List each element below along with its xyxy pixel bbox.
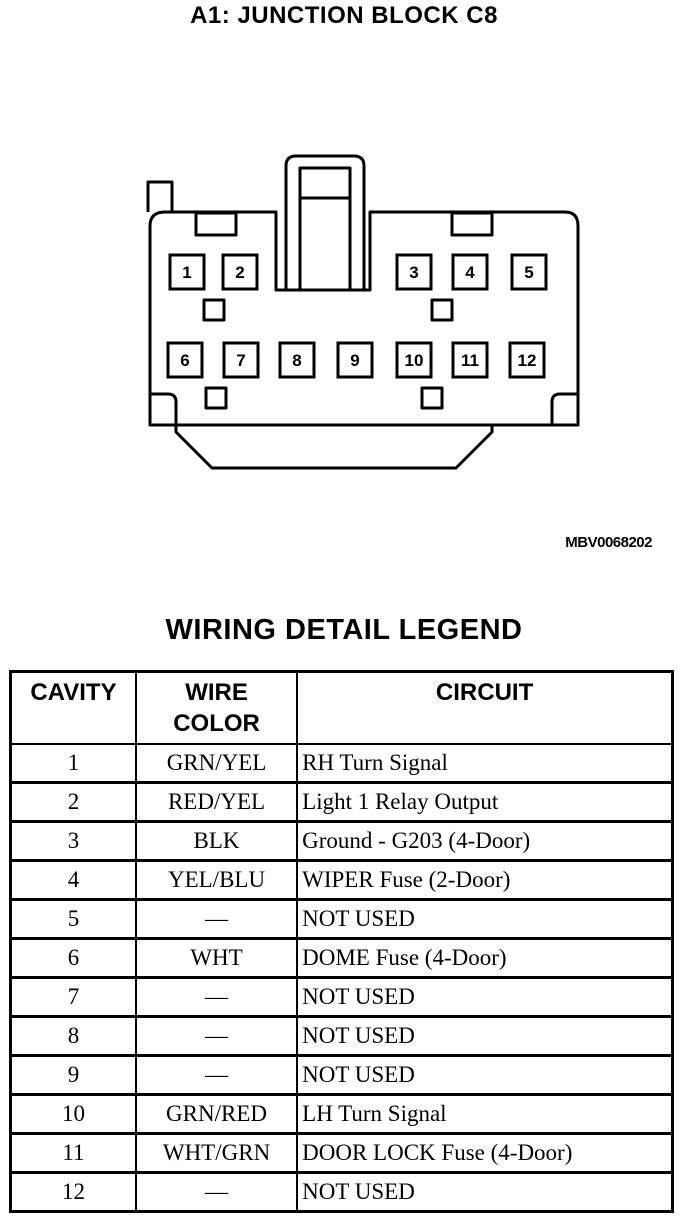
connector-corner-left <box>150 392 178 425</box>
table-row: 8—NOT USED <box>9 1015 674 1057</box>
cell-cavity: 4 <box>9 859 137 901</box>
cell-circuit: NOT USED <box>296 1171 674 1213</box>
cavity-box-3 <box>395 253 433 291</box>
cell-wire-color: — <box>134 1015 299 1057</box>
cell-wire-color: — <box>134 1054 299 1096</box>
figure-id: MBV0068202 <box>565 534 652 551</box>
cell-circuit: NOT USED <box>296 976 674 1018</box>
cavity-label: 5 <box>524 263 533 282</box>
cell-cavity: 9 <box>9 1054 137 1096</box>
cell-cavity: 8 <box>9 1015 137 1057</box>
connector-corner-right <box>550 392 578 425</box>
cell-wire-color: — <box>134 898 299 940</box>
cell-cavity: 11 <box>9 1132 137 1174</box>
header-wire-color: WIRE COLOR <box>134 670 299 745</box>
connector-key-right <box>450 211 494 237</box>
cell-cavity: 7 <box>9 976 137 1018</box>
cell-cavity: 5 <box>9 898 137 940</box>
cell-cavity: 1 <box>9 743 137 784</box>
cavity-box-2 <box>221 253 259 291</box>
cell-circuit: NOT USED <box>296 1015 674 1057</box>
cavity-box-9 <box>336 341 374 379</box>
cell-wire-color: WHT <box>134 937 299 979</box>
cavity-label: 4 <box>465 263 475 282</box>
cavity-label: 2 <box>235 263 244 282</box>
connector-latch-tongue <box>298 198 352 290</box>
cell-circuit: LH Turn Signal <box>296 1093 674 1135</box>
cavity-label: 9 <box>350 351 359 370</box>
cell-wire-color: YEL/BLU <box>134 859 299 901</box>
cavity-box-8 <box>278 341 316 379</box>
cavity-label: 11 <box>461 351 479 370</box>
cavity-box-1 <box>168 253 206 291</box>
cell-circuit: DOME Fuse (4-Door) <box>296 937 674 979</box>
connector-left-tab <box>146 180 174 212</box>
table-row: 12—NOT USED <box>9 1171 674 1213</box>
cell-cavity: 10 <box>9 1093 137 1135</box>
cavity-label: 1 <box>182 263 191 282</box>
cavity-box-12 <box>508 341 546 379</box>
alignment-square <box>202 298 226 322</box>
cell-cavity: 6 <box>9 937 137 979</box>
cavity-label: 8 <box>292 351 301 370</box>
connector-body <box>148 210 580 427</box>
cell-circuit: WIPER Fuse (2-Door) <box>296 859 674 901</box>
cell-circuit: Ground - G203 (4-Door) <box>296 820 674 862</box>
cell-circuit: NOT USED <box>296 898 674 940</box>
cell-wire-color: GRN/YEL <box>134 743 299 784</box>
connector-bottom-skirt <box>174 425 494 470</box>
cell-cavity: 3 <box>9 820 137 862</box>
cavity-label: 12 <box>518 351 537 370</box>
cavity-box-6 <box>166 341 204 379</box>
cavity-box-11 <box>451 341 489 379</box>
header-wire-color-line1: WIRE <box>185 679 248 706</box>
cell-cavity: 2 <box>9 781 137 823</box>
cell-cavity: 12 <box>9 1171 137 1213</box>
connector-key-left <box>194 211 238 237</box>
cell-wire-color: — <box>134 1171 299 1213</box>
diagram-title: A1: JUNCTION BLOCK C8 <box>190 2 498 29</box>
table-row: 7—NOT USED <box>9 976 674 1018</box>
table-row: 9—NOT USED <box>9 1054 674 1096</box>
legend-header-row: CAVITY WIRE COLOR CIRCUIT <box>9 670 674 745</box>
header-cavity: CAVITY <box>9 670 137 745</box>
cavity-box-10 <box>395 341 433 379</box>
alignment-square <box>204 386 228 410</box>
cell-wire-color: RED/YEL <box>134 781 299 823</box>
alignment-square <box>420 386 444 410</box>
cavity-label: 3 <box>409 263 418 282</box>
cell-wire-color: GRN/RED <box>134 1093 299 1135</box>
header-circuit: CIRCUIT <box>296 670 674 745</box>
cell-circuit: RH Turn Signal <box>296 743 674 784</box>
header-wire-color-line2: COLOR <box>173 710 260 737</box>
cavity-box-7 <box>222 341 260 379</box>
legend-title: WIRING DETAIL LEGEND <box>165 614 523 646</box>
connector-latch <box>284 154 366 290</box>
cell-wire-color: BLK <box>134 820 299 862</box>
cell-wire-color: WHT/GRN <box>134 1132 299 1174</box>
cavity-box-5 <box>510 253 548 291</box>
cell-circuit: NOT USED <box>296 1054 674 1096</box>
alignment-square <box>430 298 454 322</box>
cavity-label: 6 <box>180 351 189 370</box>
cavity-box-4 <box>451 253 489 291</box>
cavity-label: 7 <box>236 351 245 370</box>
cell-circuit: DOOR LOCK Fuse (4-Door) <box>296 1132 674 1174</box>
connector-latch-inner <box>298 166 352 200</box>
table-row: 5—NOT USED <box>9 898 674 940</box>
cell-circuit: Light 1 Relay Output <box>296 781 674 823</box>
cavity-label: 10 <box>405 351 424 370</box>
cell-wire-color: — <box>134 976 299 1018</box>
